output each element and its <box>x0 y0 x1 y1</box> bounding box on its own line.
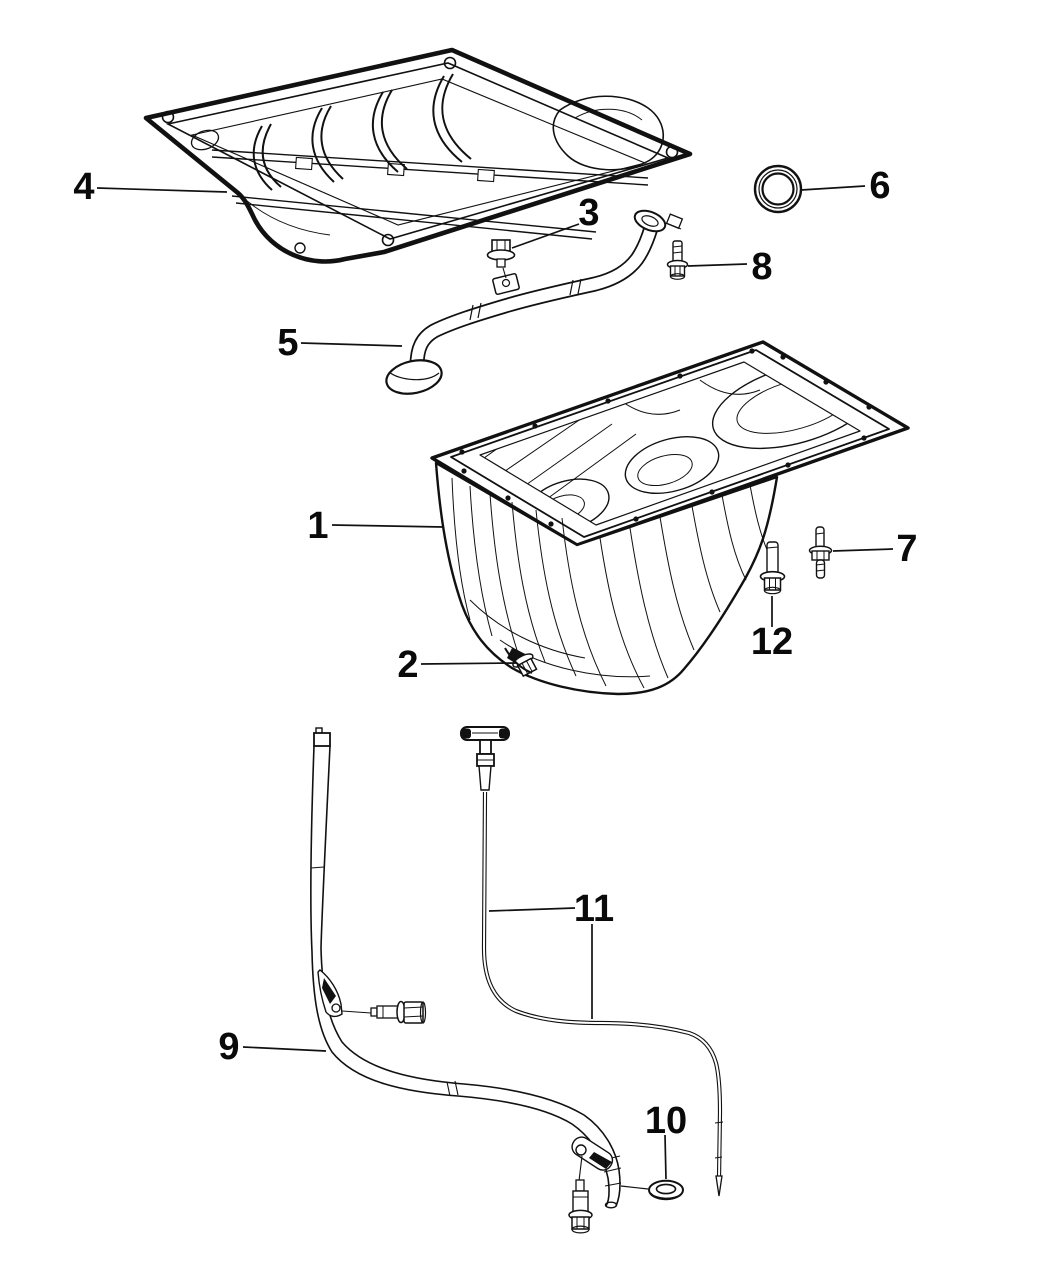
pickup-tube-drawing <box>385 209 684 395</box>
callout-7: 7 <box>896 528 917 570</box>
tube-lower-bolt-drawing <box>568 1136 614 1234</box>
callout-4: 4 <box>73 166 94 208</box>
o-ring-drawing <box>753 164 803 214</box>
callout-5: 5 <box>277 322 298 364</box>
callout-12: 12 <box>751 621 793 663</box>
callout-6: 6 <box>869 165 890 207</box>
callout-2: 2 <box>397 644 418 686</box>
flange-bolt-drawing <box>666 240 689 280</box>
dipstick-tube-drawing <box>310 727 622 1234</box>
tube-bracket-bolt-drawing <box>317 969 427 1024</box>
callout-8: 8 <box>751 246 772 288</box>
callout-10: 10 <box>645 1100 687 1142</box>
callout-11: 11 <box>574 888 614 930</box>
stud-drawing <box>808 526 833 579</box>
callout-3: 3 <box>578 192 599 234</box>
callout-labels: 1 2 3 4 5 6 7 8 9 10 11 12 <box>73 165 917 1142</box>
tube-seal-drawing <box>620 1179 684 1201</box>
dipstick-drawing <box>460 726 724 1197</box>
oil-pan-drawing <box>430 340 910 696</box>
leader-lines <box>96 185 894 1180</box>
callout-9: 9 <box>218 1026 239 1068</box>
pickup-tube-bolt-drawing <box>486 239 516 279</box>
pan-bolt-drawing <box>759 541 786 595</box>
callout-1: 1 <box>307 505 328 547</box>
drain-plug-drawing <box>504 647 538 678</box>
gasket-drawing <box>143 47 693 264</box>
